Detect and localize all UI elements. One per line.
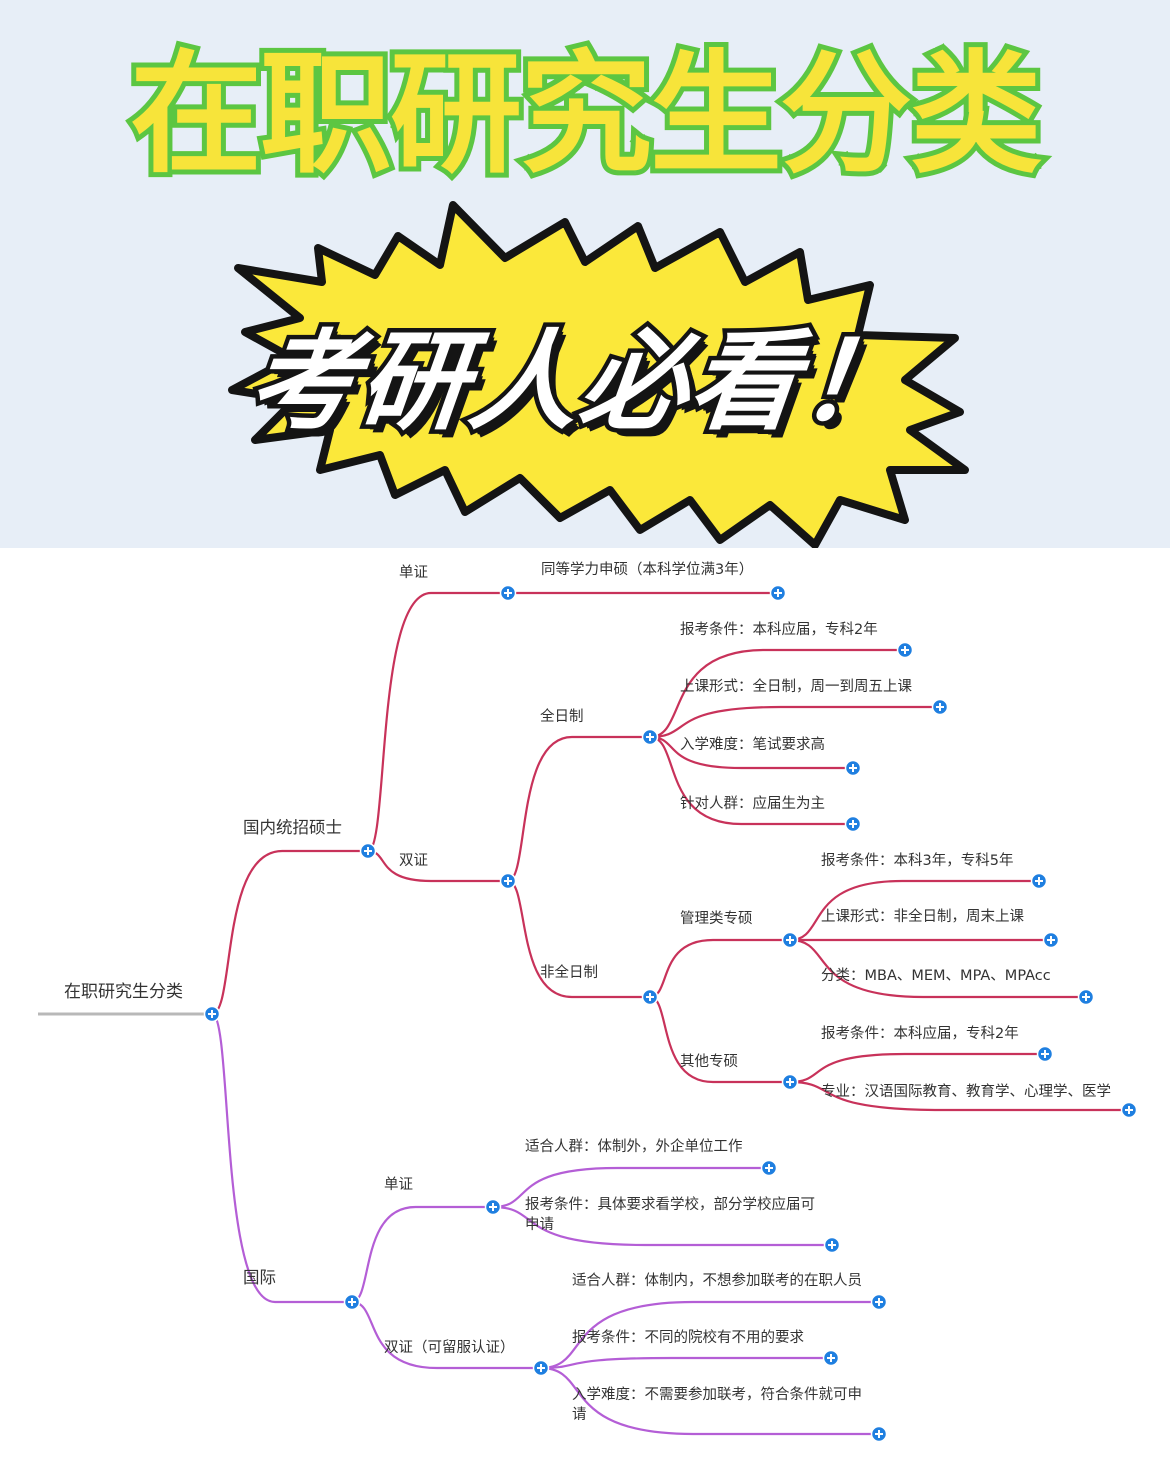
mindmap: 在职研究生分类 国内统招硕士 单证 同等学力申硕（本科学位满3年） 双证 全日制… bbox=[38, 560, 1138, 1443]
node-dot-root[interactable] bbox=[203, 1005, 221, 1023]
edge-fulltime-3 bbox=[649, 735, 853, 826]
edge-intl-single-0 bbox=[492, 1166, 769, 1209]
edge-double-fulltime bbox=[507, 735, 650, 883]
edge-other-0 bbox=[789, 1052, 1045, 1084]
node-dot-parttime[interactable] bbox=[641, 988, 659, 1006]
leaf-intl-double-2-line2: 请 bbox=[572, 1406, 587, 1423]
edge-fulltime-0 bbox=[649, 648, 905, 739]
edge-root-domestic bbox=[211, 849, 368, 1016]
leaf-other-1: 专业：汉语国际教育、教育学、心理学、医学 bbox=[821, 1083, 1111, 1100]
edge-fulltime-1 bbox=[649, 705, 940, 739]
leaf-domestic-single-0: 同等学力申硕（本科学位满3年） bbox=[541, 560, 753, 578]
node-dot-domestic-single[interactable] bbox=[499, 584, 517, 602]
starburst-fill bbox=[228, 201, 969, 548]
node-other: 其他专硕 bbox=[680, 1053, 738, 1070]
node-dot-other-0[interactable] bbox=[1036, 1045, 1054, 1063]
leaf-management-1: 上课形式：非全日制，周末上课 bbox=[821, 907, 1024, 925]
node-domestic-double: 双证 bbox=[399, 852, 428, 869]
leaf-management-0: 报考条件：本科3年，专科5年 bbox=[821, 852, 1013, 869]
edge-intl-single bbox=[351, 1205, 493, 1304]
edge-intl-double bbox=[351, 1300, 541, 1370]
leaf-other-0: 报考条件：本科应届，专科2年 bbox=[821, 1024, 1019, 1042]
node-domestic: 国内统招硕士 bbox=[243, 818, 342, 837]
leaf-fulltime-1: 上课形式：全日制，周一到周五上课 bbox=[680, 677, 912, 695]
edge-management-0 bbox=[789, 879, 1039, 942]
mindmap-nodes bbox=[203, 584, 1138, 1443]
leaf-fulltime-2: 入学难度：笔试要求高 bbox=[680, 736, 825, 753]
node-domestic-single: 单证 bbox=[399, 564, 428, 581]
edge-double-parttime bbox=[507, 879, 650, 999]
leaf-intl-single-1-line1: 报考条件：具体要求看学校，部分学校应届可 bbox=[525, 1195, 815, 1213]
edge-domestic-single bbox=[367, 591, 508, 853]
node-international-single: 单证 bbox=[384, 1176, 413, 1193]
node-parttime: 非全日制 bbox=[540, 963, 598, 981]
leaf-intl-double-1: 报考条件：不同的院校有不用的要求 bbox=[572, 1329, 804, 1346]
node-dot-fulltime-3[interactable] bbox=[844, 815, 862, 833]
leaf-intl-double-0: 适合人群：体制内，不想参加联考的在职人员 bbox=[572, 1272, 862, 1289]
node-international-double: 双证（可留服认证） bbox=[384, 1339, 515, 1356]
edge-fulltime-2 bbox=[649, 735, 853, 770]
node-dot-fulltime-0[interactable] bbox=[896, 641, 914, 659]
node-dot-other-1[interactable] bbox=[1120, 1101, 1138, 1119]
node-dot-other[interactable] bbox=[781, 1073, 799, 1091]
edge-other-1 bbox=[789, 1080, 1129, 1112]
node-dot-fulltime-2[interactable] bbox=[844, 759, 862, 777]
node-dot-management-1[interactable] bbox=[1042, 931, 1060, 949]
node-dot-intl-single[interactable] bbox=[484, 1198, 502, 1216]
leaf-intl-single-0: 适合人群：体制外，外企单位工作 bbox=[525, 1137, 743, 1155]
node-dot-management[interactable] bbox=[781, 931, 799, 949]
node-dot-single-item[interactable] bbox=[769, 584, 787, 602]
slogan-text: 考研人必看！ bbox=[239, 316, 921, 450]
mindmap-connectors bbox=[38, 591, 1129, 1436]
node-dot-international[interactable] bbox=[343, 1293, 361, 1311]
edge-domestic-double bbox=[367, 849, 508, 883]
node-dot-intl-double-0[interactable] bbox=[870, 1293, 888, 1311]
node-dot-fulltime[interactable] bbox=[641, 728, 659, 746]
node-dot-intl-double-1[interactable] bbox=[822, 1349, 840, 1367]
leaf-management-2: 分类：MBA、MEM、MPA、MPAcc bbox=[821, 967, 1051, 984]
node-dot-domestic[interactable] bbox=[359, 842, 377, 860]
edge-intl-double-2 bbox=[540, 1366, 879, 1436]
node-dot-intl-double[interactable] bbox=[532, 1359, 550, 1377]
edge-parttime-management bbox=[649, 938, 790, 999]
leaf-intl-double-2-line1: 入学难度：不需要参加联考，符合条件就可申 bbox=[572, 1386, 862, 1403]
node-dot-intl-single-1[interactable] bbox=[823, 1236, 841, 1254]
starburst-shape bbox=[228, 201, 969, 548]
node-fulltime: 全日制 bbox=[540, 707, 584, 725]
edge-intl-single-1 bbox=[492, 1205, 832, 1247]
edge-management-2 bbox=[789, 938, 1086, 999]
edge-intl-double-0 bbox=[540, 1300, 879, 1370]
leaf-fulltime-3: 针对人群：应届生为主 bbox=[680, 794, 825, 812]
leaf-intl-single-1-line2: 申请 bbox=[525, 1216, 554, 1233]
node-dot-domestic-double[interactable] bbox=[499, 872, 517, 890]
node-root: 在职研究生分类 bbox=[64, 982, 183, 1002]
node-dot-management-0[interactable] bbox=[1030, 872, 1048, 890]
node-international: 国际 bbox=[243, 1268, 276, 1287]
node-dot-management-2[interactable] bbox=[1077, 988, 1095, 1006]
leaf-fulltime-0: 报考条件：本科应届，专科2年 bbox=[680, 620, 878, 638]
node-dot-intl-double-2[interactable] bbox=[870, 1425, 888, 1443]
node-dot-fulltime-1[interactable] bbox=[931, 698, 949, 716]
node-dot-intl-single-0[interactable] bbox=[760, 1159, 778, 1177]
edge-root-international bbox=[211, 1012, 352, 1304]
edge-intl-double-1 bbox=[540, 1356, 831, 1370]
page-title: 在职研究生分类 bbox=[125, 35, 1047, 195]
node-management: 管理类专硕 bbox=[680, 910, 753, 927]
